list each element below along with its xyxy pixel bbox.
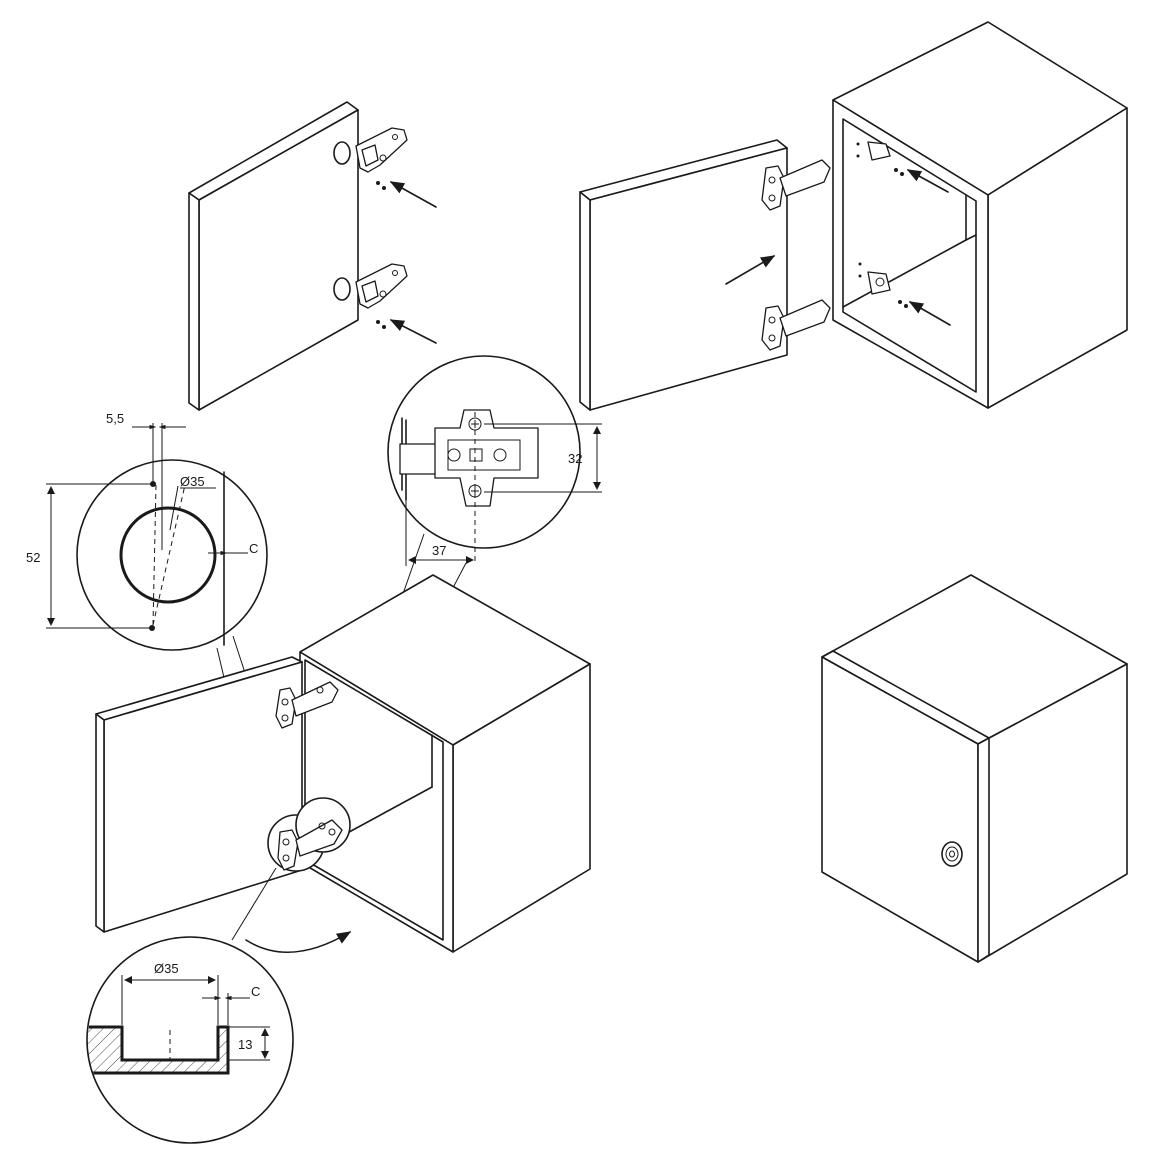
step2-upper-hinge — [761, 141, 949, 211]
dim-label-52: 52 — [26, 550, 40, 565]
dim-c-top: C — [208, 541, 258, 556]
dim-52: 52 — [26, 483, 153, 629]
step2-cabinet — [832, 21, 1128, 409]
door-knob-icon — [941, 841, 963, 867]
dim-label-c-top: C — [249, 541, 258, 556]
step1-upper-hinge — [333, 127, 437, 208]
dim-label-d35-top: Ø35 — [180, 474, 205, 489]
dim-label-32: 32 — [568, 451, 582, 466]
step1-door-panel — [188, 101, 359, 411]
detail-section-circle — [86, 867, 294, 1144]
dim-37: 37 — [405, 500, 474, 566]
dim-32: 32 — [484, 423, 602, 493]
step3-upper-hinge — [275, 681, 339, 729]
dim-diameter-35-top: Ø35 — [169, 474, 205, 531]
step4-closed-cabinet — [821, 574, 1128, 963]
door-swing-arrow — [245, 931, 352, 954]
dim-label-37: 37 — [432, 543, 446, 558]
step2-lower-hinge — [761, 262, 951, 351]
dim-label-13: 13 — [238, 1037, 252, 1052]
step3-door-panel — [95, 656, 303, 933]
detail-drilling-circle — [76, 459, 301, 873]
dim-5-5: 5,5 — [106, 411, 186, 550]
dim-label-c-bottom: C — [251, 984, 260, 999]
step2-door-panel — [579, 139, 788, 411]
dim-label-5-5: 5,5 — [106, 411, 124, 426]
dim-label-d35-bottom: Ø35 — [154, 961, 179, 976]
step3-cabinet — [299, 574, 591, 953]
step1-lower-hinge — [333, 263, 437, 344]
dim-c-bottom: C — [202, 984, 260, 1025]
detail-mounting-plate-circle — [326, 355, 581, 819]
dim-13: 13 — [228, 1026, 270, 1061]
step3-lower-hinge — [267, 797, 351, 872]
